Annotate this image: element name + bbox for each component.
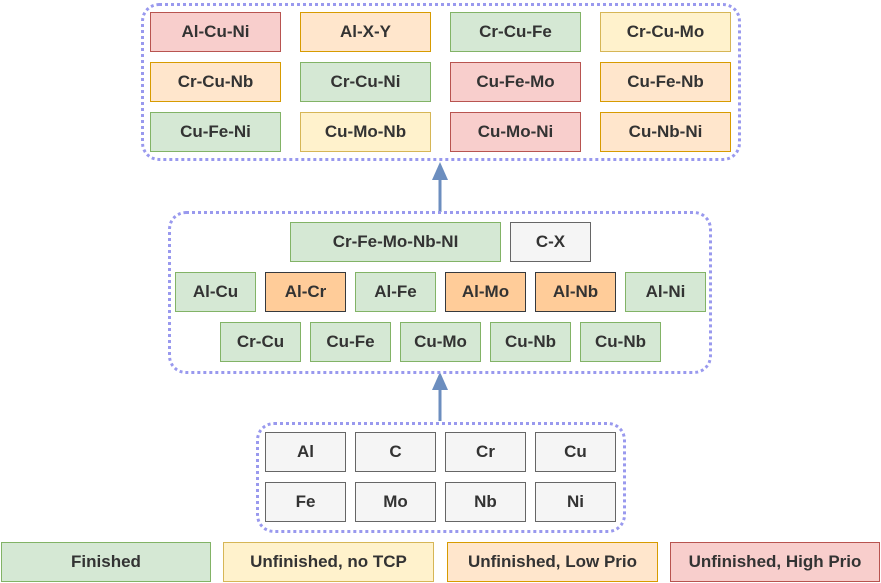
system-box: Cr-Cu-Ni: [300, 62, 431, 102]
element-box: Nb: [445, 482, 526, 522]
element-box: Fe: [265, 482, 346, 522]
system-box: Cu-Fe-Ni: [150, 112, 281, 152]
system-box: Cr-Cu-Mo: [600, 12, 731, 52]
system-box: Al-Mo: [445, 272, 526, 312]
ternary-systems-group: [141, 3, 741, 161]
system-box: Al-Nb: [535, 272, 616, 312]
system-box: Al-Ni: [625, 272, 706, 312]
element-box: Cu: [535, 432, 616, 472]
system-box: Cu-Nb: [580, 322, 661, 362]
system-box: Cr-Fe-Mo-Nb-NI: [290, 222, 501, 262]
elements-group: [256, 422, 626, 533]
legend-finished: Finished: [1, 542, 211, 582]
system-box: Cr-Cu-Nb: [150, 62, 281, 102]
legend-unfinished-high-prio: Unfinished, High Prio: [670, 542, 880, 582]
system-box: Cu-Mo: [400, 322, 481, 362]
system-box: Cu-Fe-Mo: [450, 62, 581, 102]
element-box: Cr: [445, 432, 526, 472]
system-box: Cr-Cu-Fe: [450, 12, 581, 52]
system-box: C-X: [510, 222, 591, 262]
legend-unfinished-no-tcp: Unfinished, no TCP: [223, 542, 434, 582]
system-box: Al-Fe: [355, 272, 436, 312]
system-box: Cu-Nb-Ni: [600, 112, 731, 152]
system-box: Cu-Fe: [310, 322, 391, 362]
system-box: Cu-Mo-Nb: [300, 112, 431, 152]
arrow-elements-to-binary: [432, 372, 448, 421]
arrow-binary-to-ternary: [432, 162, 448, 212]
system-box: Cu-Fe-Nb: [600, 62, 731, 102]
system-box: Al-Cu-Ni: [150, 12, 281, 52]
element-box: C: [355, 432, 436, 472]
system-box: Al-X-Y: [300, 12, 431, 52]
element-box: Mo: [355, 482, 436, 522]
system-box: Cr-Cu: [220, 322, 301, 362]
system-box: Cu-Mo-Ni: [450, 112, 581, 152]
binary-systems-group: [168, 211, 712, 374]
system-box: Cu-Nb: [490, 322, 571, 362]
legend-unfinished-low-prio: Unfinished, Low Prio: [447, 542, 658, 582]
element-box: Al: [265, 432, 346, 472]
system-box: Al-Cu: [175, 272, 256, 312]
system-box: Al-Cr: [265, 272, 346, 312]
element-box: Ni: [535, 482, 616, 522]
